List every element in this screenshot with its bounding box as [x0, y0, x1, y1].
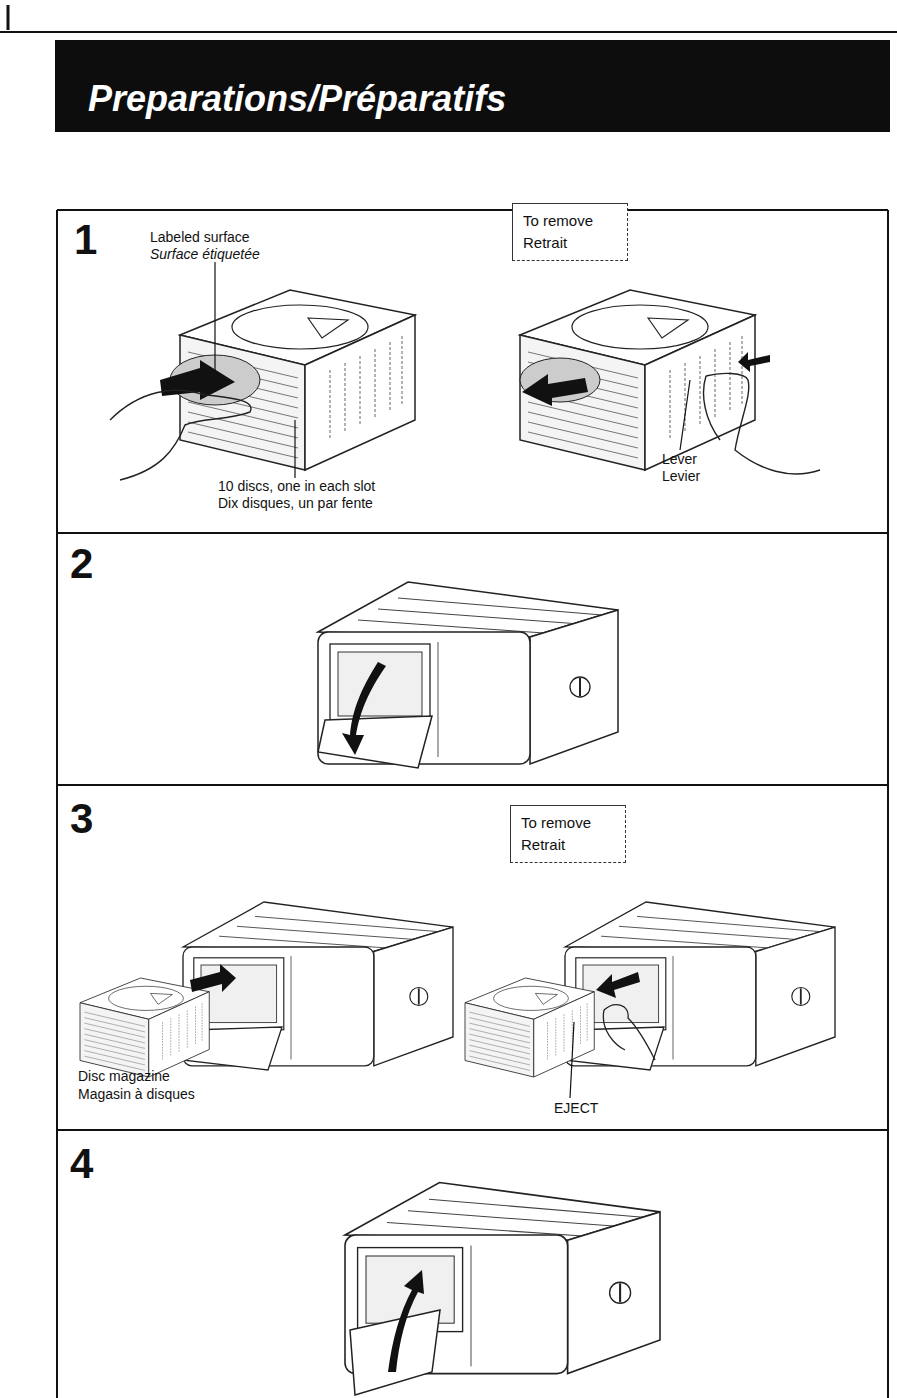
step-number: 2: [70, 540, 93, 588]
part-label: Surface étiquetée: [150, 246, 260, 262]
step-number: 3: [70, 795, 93, 843]
panel-frame: [57, 210, 888, 1398]
part-label: Levier: [662, 468, 700, 484]
magazine-step1-remove: [520, 290, 755, 470]
crop-mark: [7, 5, 10, 30]
title-band: [55, 40, 890, 132]
push-arrow: [738, 352, 770, 372]
top-rule: [0, 31, 897, 33]
open-arrow: [342, 662, 386, 755]
part-label: Magasin à disques: [78, 1086, 195, 1102]
remove-arrow: [596, 972, 640, 998]
note-text: Retrait: [523, 232, 617, 254]
note-box: To removeRetrait: [512, 203, 628, 261]
part-label: Labeled surface: [150, 229, 250, 245]
note-text: To remove: [523, 210, 617, 232]
magazine-step3: [80, 978, 209, 1077]
part-label: Dix disques, un par fente: [218, 495, 373, 511]
leader-line: [570, 1022, 574, 1098]
note-text: To remove: [521, 812, 615, 834]
part-label: Lever: [662, 451, 697, 467]
leader-line: [294, 420, 295, 478]
step-number: 1: [74, 216, 97, 264]
insert-arrow: [160, 360, 235, 400]
changer-step2: [318, 582, 618, 764]
button-label: EJECT: [554, 1100, 598, 1116]
leader-line: [680, 380, 690, 450]
hand: [603, 1005, 655, 1060]
leader-line: [214, 262, 215, 372]
step-number: 4: [70, 1140, 93, 1188]
part-label: Disc magazine: [78, 1068, 170, 1084]
remove-arrow: [522, 374, 588, 406]
hand: [110, 390, 251, 480]
insert-arrow: [190, 964, 236, 992]
close-arrow: [388, 1270, 424, 1372]
page-title: Preparations/Préparatifs: [88, 78, 506, 120]
magazine-step3-remove: [465, 978, 594, 1077]
note-text: Retrait: [521, 834, 615, 856]
part-label: 10 discs, one in each slot: [218, 478, 375, 494]
open-door: [318, 716, 432, 768]
note-box: To removeRetrait: [510, 805, 626, 863]
hand: [704, 373, 820, 474]
